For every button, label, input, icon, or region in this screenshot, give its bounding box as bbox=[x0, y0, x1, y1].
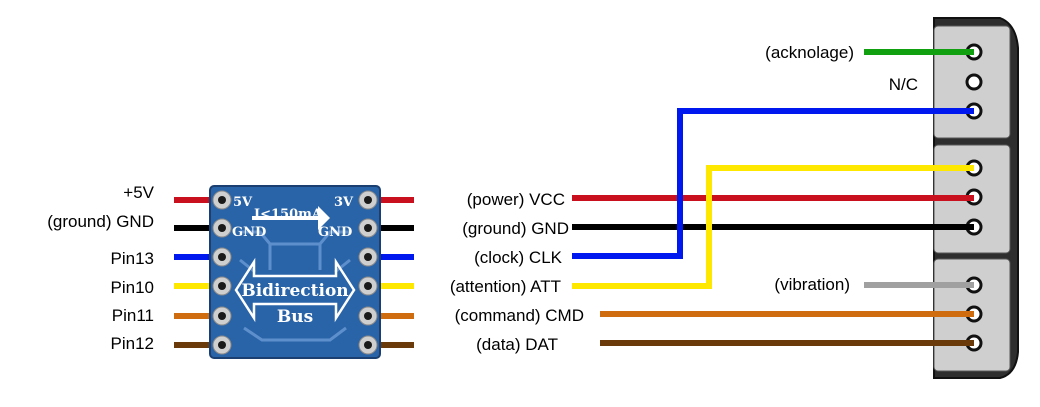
module-hole-left-2 bbox=[218, 224, 226, 232]
bidirection-bus-module: 5V 3V GND GND I<150mA Bidirection Bus bbox=[209, 185, 381, 359]
connector-pin-2 bbox=[965, 73, 983, 91]
signal-label-clk: (clock) CLK bbox=[474, 248, 563, 267]
module-hole-right-3 bbox=[364, 253, 372, 261]
module-gnd-right-label: GND bbox=[318, 225, 352, 240]
module-5v-label: 5V bbox=[233, 195, 253, 210]
module-hole-left-5 bbox=[218, 312, 226, 320]
nc-label: N/C bbox=[889, 75, 918, 94]
module-gnd-left-label: GND bbox=[232, 225, 266, 240]
acknowledge-label: (acknolage) bbox=[765, 43, 854, 62]
left-pin-label-pin10: Pin10 bbox=[111, 278, 154, 297]
wire-att bbox=[572, 165, 974, 289]
module-hole-left-4 bbox=[218, 282, 226, 290]
left-pin-label-pin13: Pin13 bbox=[111, 249, 154, 268]
signal-label-vcc: (power) VCC bbox=[467, 190, 565, 209]
signal-label-cmd: (command) CMD bbox=[455, 306, 584, 325]
left-pin-label-pin11: Pin11 bbox=[112, 306, 154, 325]
signal-label-att: (attention) ATT bbox=[450, 277, 561, 296]
wire-clk bbox=[572, 108, 974, 259]
module-hole-right-6 bbox=[364, 341, 372, 349]
module-title-line2: Bus bbox=[277, 307, 313, 327]
module-hole-right-2 bbox=[364, 224, 372, 232]
module-hole-left-3 bbox=[218, 253, 226, 261]
module-hole-right-1 bbox=[364, 196, 372, 204]
module-hole-right-5 bbox=[364, 312, 372, 320]
module-hole-right-4 bbox=[364, 282, 372, 290]
module-3v-label: 3V bbox=[334, 195, 354, 210]
module-hole-left-1 bbox=[218, 196, 226, 204]
signal-label-gnd: (ground) GND bbox=[462, 219, 569, 238]
signal-labels: (power) VCC (ground) GND (clock) CLK (at… bbox=[450, 190, 584, 354]
module-title-line1: Bidirection bbox=[241, 281, 348, 301]
left-pin-label-pin12: Pin12 bbox=[111, 334, 154, 353]
left-pin-label-5v: +5V bbox=[123, 183, 154, 202]
left-pin-labels: +5V (ground) GND Pin13 Pin10 Pin11 Pin12 bbox=[47, 183, 154, 353]
vibration-label: (vibration) bbox=[774, 275, 850, 294]
module-hole-left-6 bbox=[218, 341, 226, 349]
module-current-label: I<150mA bbox=[254, 207, 323, 222]
left-pin-label-gnd: (ground) GND bbox=[47, 212, 154, 231]
signal-label-dat: (data) DAT bbox=[476, 335, 558, 354]
